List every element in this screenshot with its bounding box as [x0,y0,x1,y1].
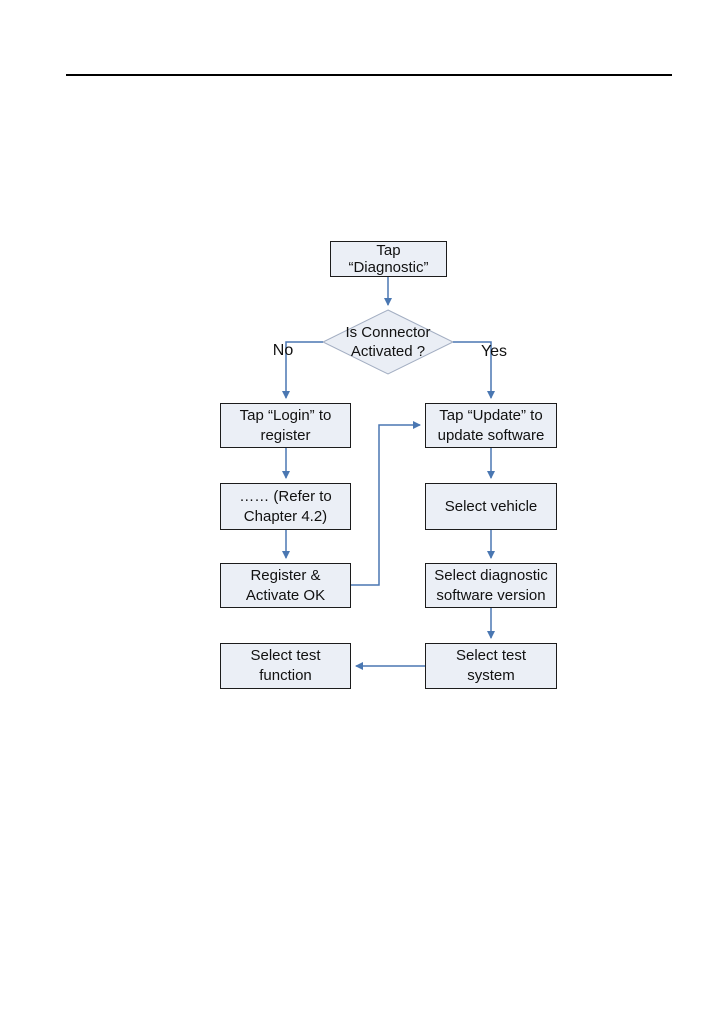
node-select-test-function: Select test function [220,643,351,689]
header-rule [66,74,672,76]
branch-label-no: No [272,342,294,359]
decision-diamond-shape [321,309,455,375]
node-select-diagnostic-version: Select diagnostic software version [425,563,557,608]
node-select-test-system: Select test system [425,643,557,689]
connector-register-to-update [351,421,421,586]
node-tap-update: Tap “Update” to update software [425,403,557,448]
node-start: Tap “Diagnostic” [330,241,447,277]
node-refer-chapter: …… (Refer to Chapter 4.2) [220,483,351,530]
node-decision-label: Is Connector Activated ? [345,324,431,360]
node-select-vehicle: Select vehicle [425,483,557,530]
node-register-activate: Register & Activate OK [220,563,351,608]
node-tap-login: Tap “Login” to register [220,403,351,448]
connector-no-branch [282,341,323,399]
connector-yes-branch [453,341,495,399]
branch-label-yes: Yes [480,343,508,360]
